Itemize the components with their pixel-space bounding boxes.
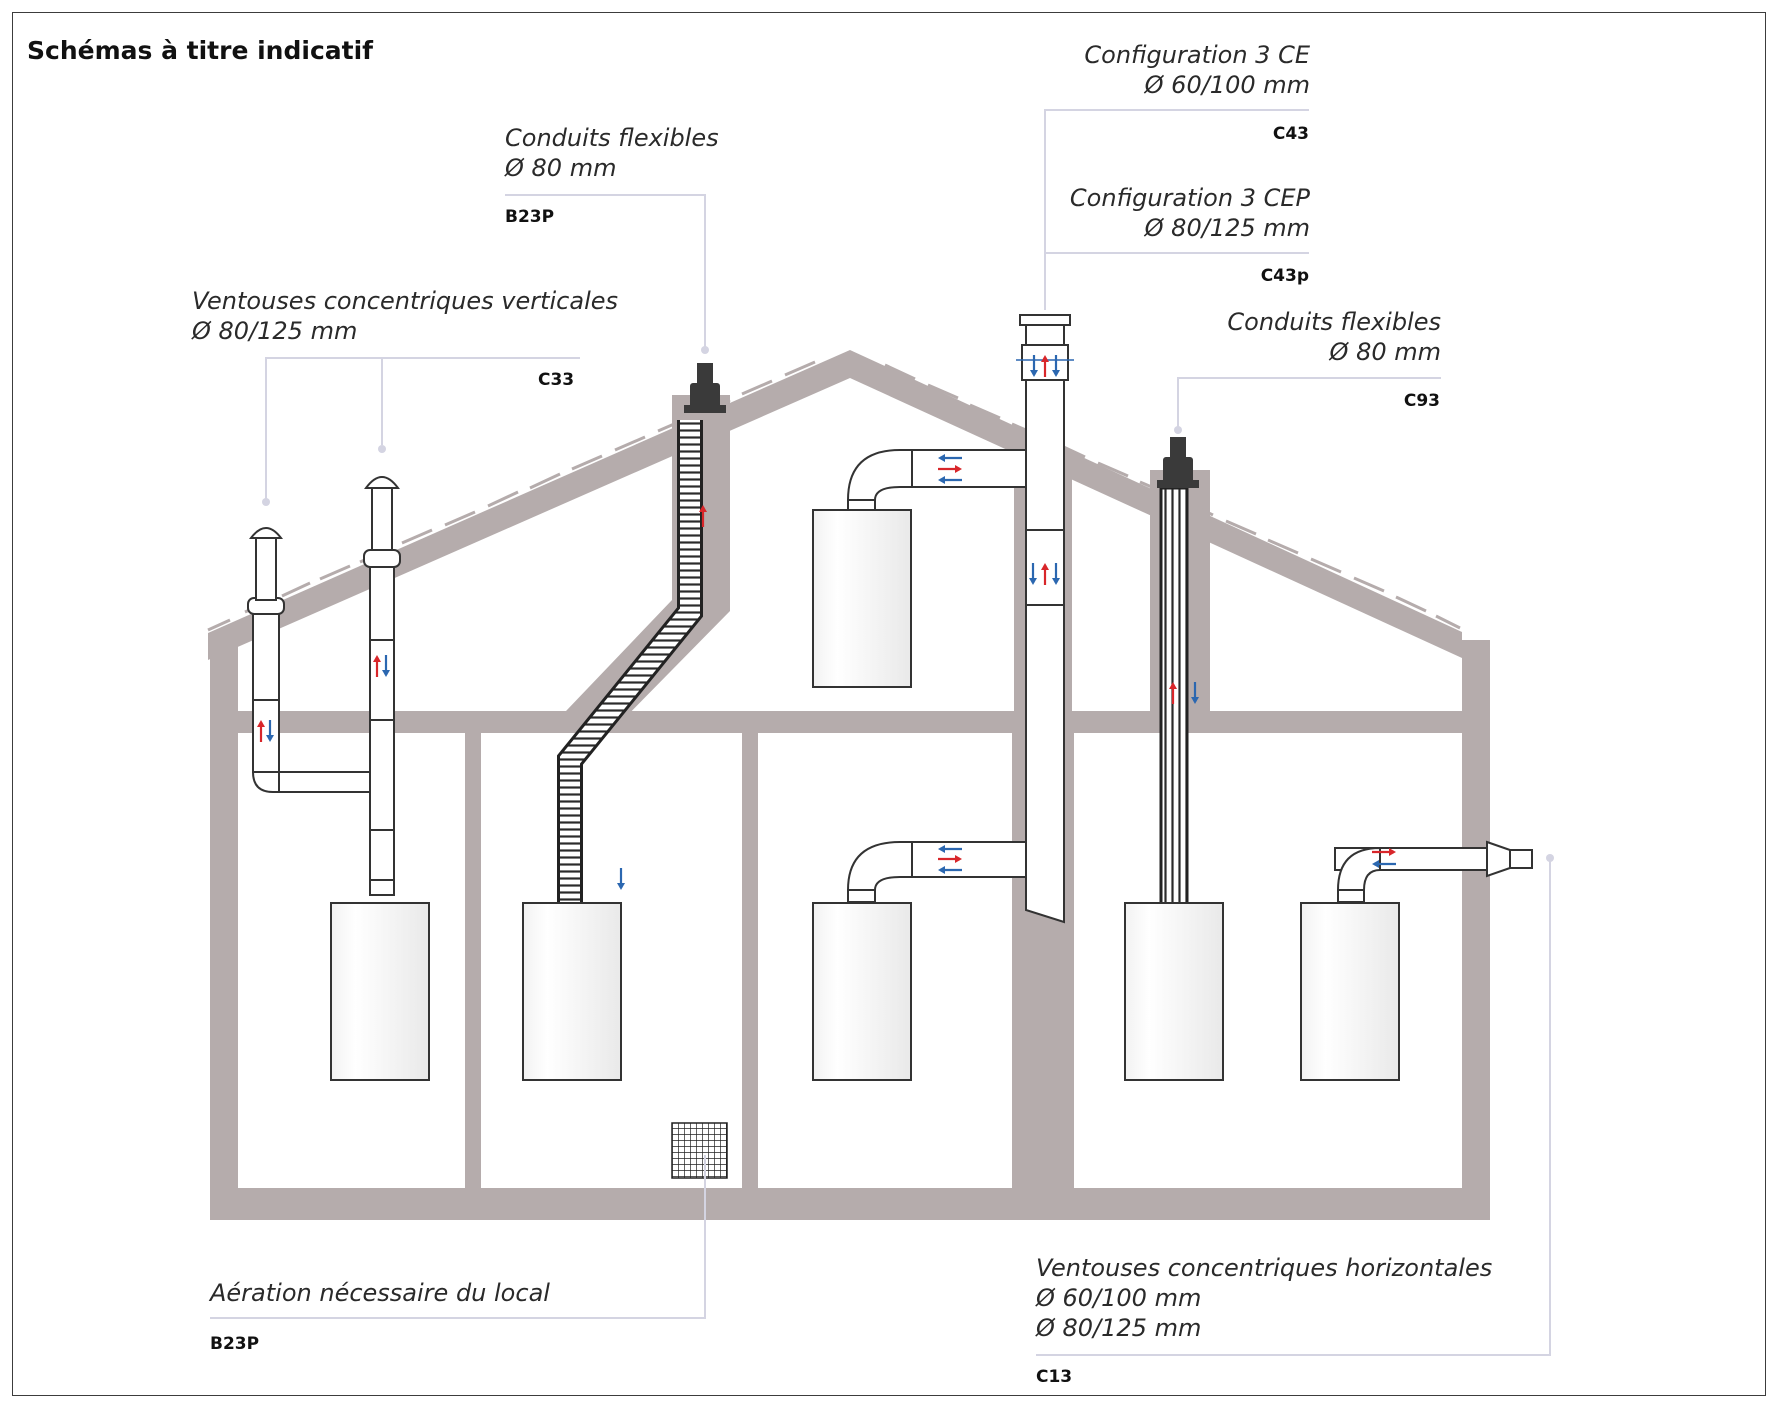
c33-flue-system xyxy=(247,476,401,896)
code-b23p-top: B23P xyxy=(505,207,555,227)
c43-vertical-duct xyxy=(1025,379,1065,924)
callout-b23p-bottom: Aération nécessaire du local xyxy=(210,1278,550,1308)
c13-stub xyxy=(1337,889,1365,903)
c43p-lower-elbow xyxy=(846,841,913,891)
c33-pipe-left xyxy=(252,611,280,773)
c43-upper-elbow xyxy=(846,449,913,501)
b23p-terminal-cap xyxy=(690,383,720,409)
c93-terminal-flange xyxy=(1157,480,1199,488)
callout-c43-line2: Ø 60/100 mm xyxy=(1144,71,1310,99)
callout-c13-line3: Ø 80/125 mm xyxy=(1036,1314,1202,1342)
c13-terminal-collar xyxy=(1486,840,1511,878)
callout-c93-line1: Conduits flexibles xyxy=(1227,308,1441,336)
floor-middle xyxy=(210,711,1490,733)
callout-dots xyxy=(262,346,1554,862)
b23p-flue-system xyxy=(557,363,726,905)
c13-elbow xyxy=(1336,846,1381,891)
c43-terminal-head xyxy=(1025,324,1065,346)
callout-c13-line1: Ventouses concentriques horizontales xyxy=(1036,1254,1493,1282)
c43-upper-horizontal xyxy=(911,449,1027,488)
leader-c43 xyxy=(1044,109,1309,310)
callout-c43-line1: Configuration 3 CE xyxy=(1084,41,1310,69)
c13-flue-system xyxy=(1334,840,1533,903)
callout-c43p: Configuration 3 CEP Ø 80/125 mm xyxy=(1070,183,1310,243)
wall-interior-2 xyxy=(742,733,758,1188)
wall-right xyxy=(1462,640,1490,1220)
code-c33: C33 xyxy=(538,370,575,390)
boiler-c43 xyxy=(812,509,912,688)
b23p-terminal-flange xyxy=(684,405,726,413)
boiler-c93 xyxy=(1124,902,1224,1081)
leader-c13 xyxy=(1036,858,1551,1356)
callout-lines xyxy=(210,109,1551,1356)
c33-terminal-left xyxy=(255,537,277,601)
callout-c93: Conduits flexibles Ø 80 mm xyxy=(1227,307,1441,367)
boiler-b23p xyxy=(522,902,622,1081)
leader-b23p-top xyxy=(505,194,706,350)
roof-left xyxy=(208,350,850,660)
code-c93: C93 xyxy=(1403,391,1440,411)
callout-c33-line1: Ventouses concentriques verticales xyxy=(192,287,618,315)
code-c43: C43 xyxy=(1272,124,1309,144)
c33-terminal-right xyxy=(371,487,393,551)
house-structure xyxy=(208,350,1490,1220)
c33-collar-right xyxy=(363,549,401,568)
callout-c43p-line1: Configuration 3 CEP xyxy=(1069,184,1310,212)
c33-cap-right xyxy=(364,476,400,489)
floor-ground xyxy=(210,1188,1490,1220)
c13-terminal-end xyxy=(1509,849,1533,869)
c93-terminal-cap xyxy=(1163,457,1193,483)
callout-c33-line2: Ø 80/125 mm xyxy=(192,317,358,345)
code-c43p: C43p xyxy=(1260,266,1309,286)
c93-terminal-top xyxy=(1170,437,1186,459)
callout-b23p-bottom-line1: Aération nécessaire du local xyxy=(210,1279,550,1307)
c33-horizontal-pipe xyxy=(278,771,371,793)
wall-left xyxy=(210,640,238,1220)
b23p-terminal-top xyxy=(697,363,713,385)
leader-c93 xyxy=(1177,377,1441,430)
code-c13: C13 xyxy=(1036,1367,1073,1387)
c43-terminal-top xyxy=(1019,314,1071,326)
c43p-lower-horizontal xyxy=(911,841,1027,878)
code-b23p-bottom: B23P xyxy=(210,1334,260,1354)
boilers xyxy=(330,509,1400,1081)
leader-b23p-bottom xyxy=(210,1155,706,1319)
callout-b23p-top-line1: Conduits flexibles xyxy=(505,124,719,152)
page-title: Schémas à titre indicatif xyxy=(27,36,374,65)
c43p-lower-stub xyxy=(847,889,876,903)
diagram-frame xyxy=(12,12,1766,1396)
leader-c33-left xyxy=(265,357,580,505)
boiler-c43p xyxy=(812,902,912,1081)
boiler-c33 xyxy=(330,902,430,1081)
c33-pipe-right xyxy=(369,564,395,896)
wall-interior-1 xyxy=(465,733,481,1188)
callout-b23p-top: Conduits flexibles Ø 80 mm xyxy=(505,123,719,183)
callout-c13: Ventouses concentriques horizontales Ø 6… xyxy=(1036,1253,1492,1343)
callout-c43p-line2: Ø 80/125 mm xyxy=(1144,214,1310,242)
callout-c33: Ventouses concentriques verticales Ø 80/… xyxy=(192,286,618,346)
callout-c13-line2: Ø 60/100 mm xyxy=(1036,1284,1202,1312)
callout-c43: Configuration 3 CE Ø 60/100 mm xyxy=(1084,40,1310,100)
boiler-c13 xyxy=(1300,902,1400,1081)
c33-cap-left xyxy=(248,527,284,539)
callout-b23p-top-line2: Ø 80 mm xyxy=(505,154,617,182)
c43-flue-system xyxy=(846,314,1071,924)
callout-c93-line2: Ø 80 mm xyxy=(1329,338,1441,366)
b23p-arrow-down xyxy=(615,866,627,892)
ventilation-grid xyxy=(671,1122,728,1179)
